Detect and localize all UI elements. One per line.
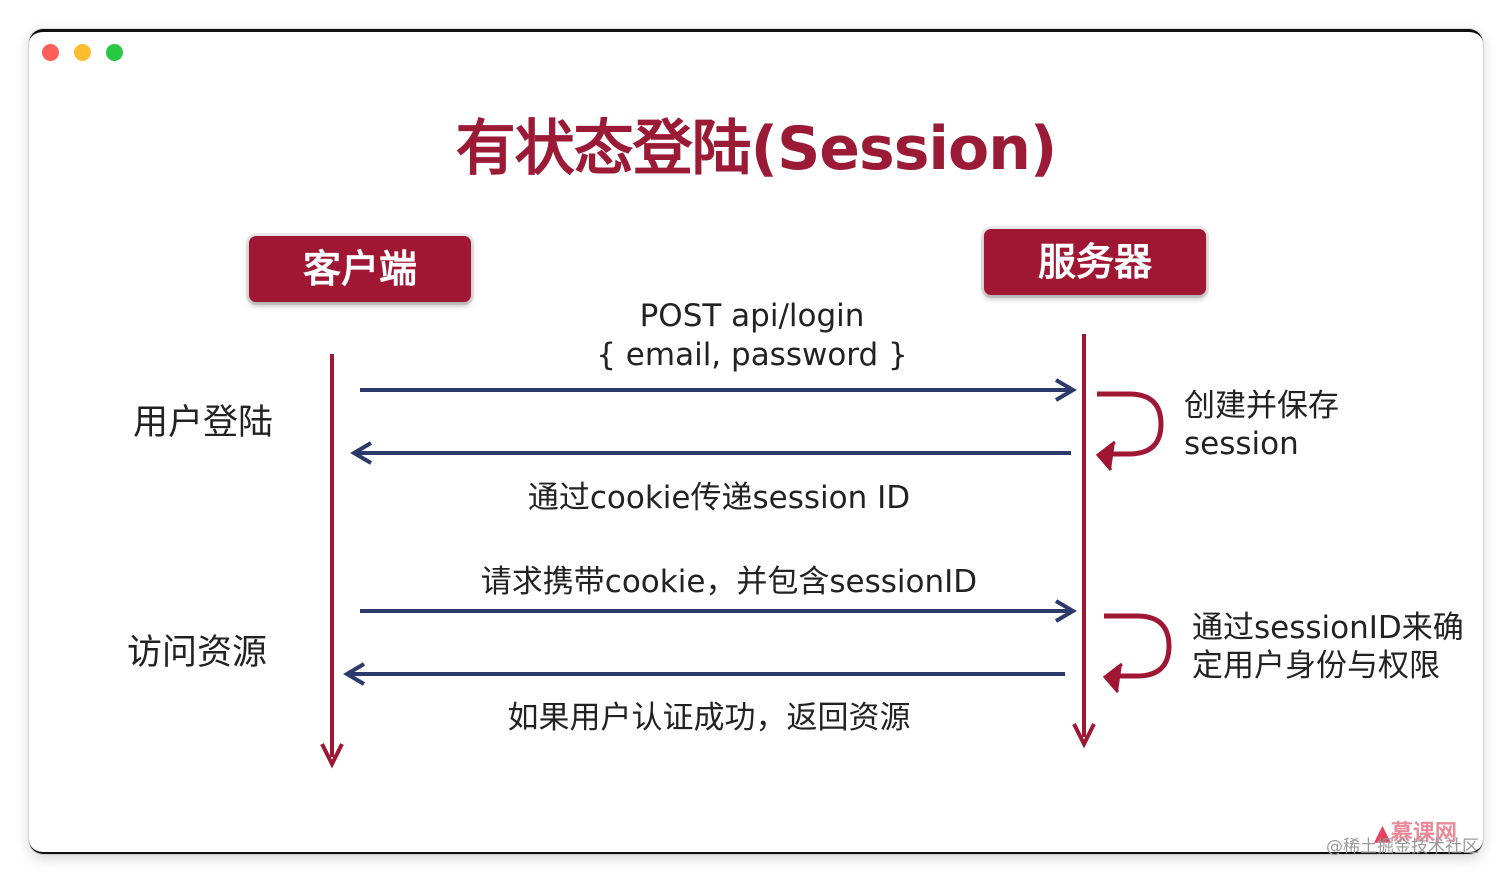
access-response-label: 如果用户认证成功，返回资源: [507, 700, 911, 736]
server-actor-box: 服务器: [984, 229, 1206, 295]
phase-label-access: 访问资源: [127, 633, 268, 673]
verify-session-note: 通过sessionID来确 定用户身份与权限: [1192, 609, 1464, 685]
create-session-loop-arrow: [1095, 391, 1164, 471]
verify-session-loop-arrow: [1102, 613, 1172, 693]
verify-session-note-line2: 定用户身份与权限: [1192, 648, 1440, 684]
sequence-diagram: [320, 334, 1172, 769]
login-request-line1: POST api/login: [639, 298, 865, 334]
client-actor-box: 客户端: [249, 236, 471, 302]
imooc-logo-text: 慕课网: [1390, 821, 1457, 846]
flame-icon: ▲: [1374, 821, 1391, 846]
slide-title: 有状态登陆(Session): [455, 114, 1058, 184]
client-lifeline: [320, 354, 344, 769]
login-request-arrow: [360, 378, 1077, 402]
community-watermark: @稀土掘金技术社区: [1326, 837, 1479, 857]
login-response-arrow: [350, 441, 1071, 465]
access-response-arrow: [343, 662, 1065, 686]
server-lifeline: [1072, 334, 1096, 749]
create-session-note: 创建并保存 session: [1184, 387, 1339, 463]
create-session-note-line2: session: [1184, 426, 1299, 462]
access-request-label: 请求携带cookie，并包含sessionID: [480, 564, 978, 600]
minimize-window-button[interactable]: [74, 44, 91, 61]
app-window: 有状态登陆(Session) 客户端 服务器: [29, 29, 1483, 854]
phase-label-login: 用户登陆: [133, 403, 274, 443]
login-request-line2: { email, password }: [596, 337, 908, 373]
verify-session-note-line1: 通过sessionID来确: [1192, 610, 1464, 646]
login-response-label: 通过cookie传递session ID: [527, 480, 911, 516]
access-request-arrow: [360, 599, 1077, 623]
imooc-logo: ▲慕课网: [1374, 815, 1457, 847]
maximize-window-button[interactable]: [106, 44, 123, 61]
close-window-button[interactable]: [42, 44, 59, 61]
create-session-note-line1: 创建并保存: [1184, 388, 1339, 424]
